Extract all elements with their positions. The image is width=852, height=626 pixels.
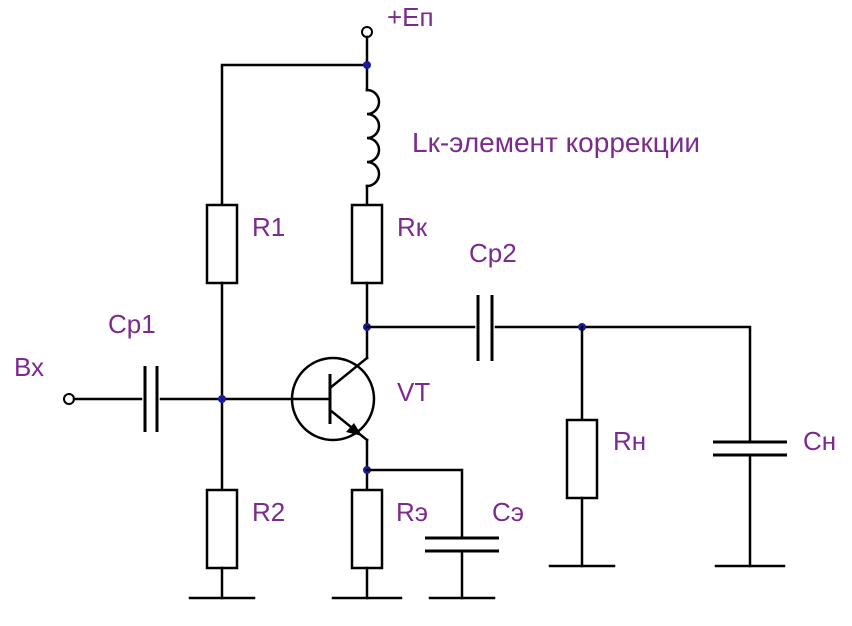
label-input: Вх — [14, 352, 44, 382]
label-cp1: Ср1 — [108, 309, 156, 339]
label-rk: Rк — [397, 212, 428, 242]
input-terminal — [63, 393, 75, 405]
label-rn: Rн — [613, 426, 646, 456]
top-rail — [220, 63, 369, 207]
resistor-r2 — [205, 488, 239, 570]
emitter-to-ce — [365, 468, 464, 538]
base-node — [218, 395, 226, 403]
label-re: Rэ — [396, 497, 428, 527]
resistor-re — [350, 488, 384, 570]
inductor-lk — [365, 88, 381, 188]
transistor-collector-leg — [328, 356, 369, 390]
output-bus — [494, 325, 752, 442]
label-r2: R2 — [252, 497, 285, 527]
resistor-r1 — [205, 203, 239, 285]
emitter-arrow — [346, 423, 362, 436]
label-ce: Сэ — [492, 497, 524, 527]
label-cp2: Ср2 — [469, 238, 517, 268]
label-r1: R1 — [252, 212, 285, 242]
label-supply: +Еп — [387, 2, 434, 32]
supply-terminal — [361, 26, 373, 38]
resistor-rk — [350, 203, 384, 285]
supply-node — [363, 61, 371, 69]
transistor-vt-body — [290, 356, 376, 442]
resistor-rn — [565, 418, 599, 500]
label-lk: Lк-элемент коррекции — [412, 127, 700, 158]
label-vt: VT — [397, 377, 430, 407]
label-cn: Сн — [803, 426, 836, 456]
